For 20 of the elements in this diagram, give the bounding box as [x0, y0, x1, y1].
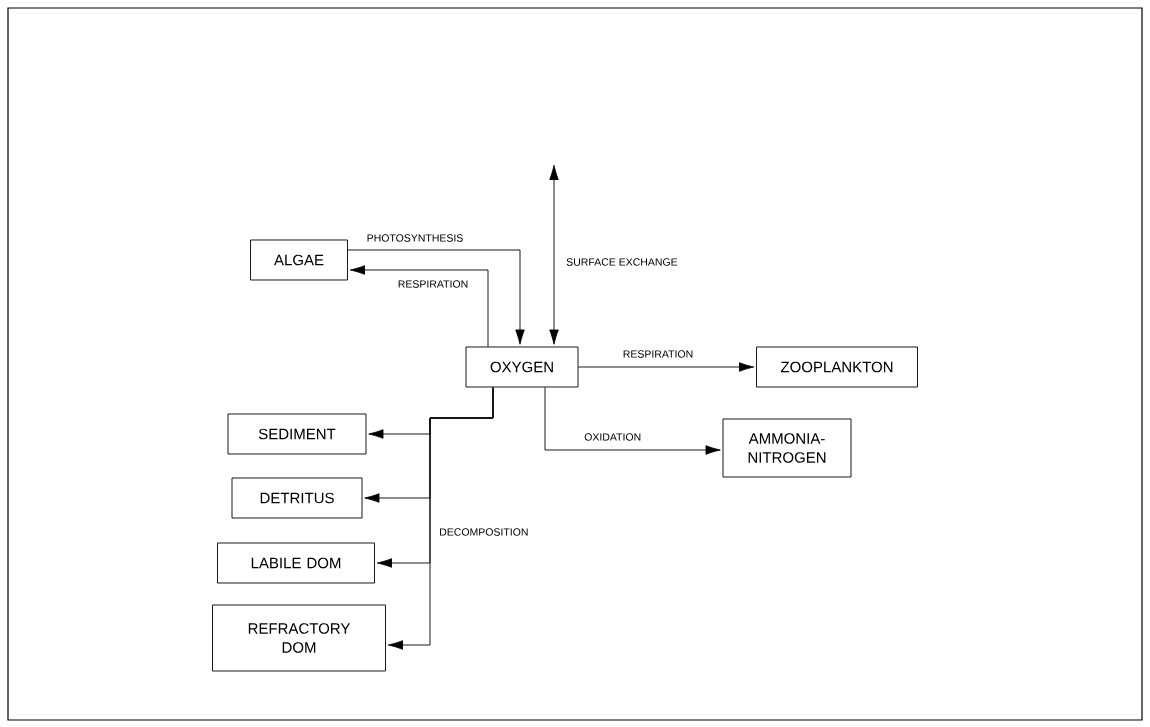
- edge-label: OXIDATION: [583, 432, 643, 442]
- box: LABILE DOM: [217, 542, 375, 584]
- box: DETRITUS: [231, 477, 363, 519]
- box: OXYGEN: [465, 346, 579, 388]
- box: AMMONIA-NITROGEN: [722, 418, 852, 478]
- box: ALGAE: [250, 239, 348, 281]
- arrow: [549, 164, 559, 345]
- edge-label: RESPIRATION: [396, 279, 470, 289]
- edge-label: PHOTOSYNTHESIS: [365, 233, 465, 243]
- arrow: [544, 387, 721, 455]
- arrow: [349, 265, 489, 347]
- box: ZOOPLANKTON: [756, 346, 918, 388]
- edge-label: DECOMPOSITION: [438, 527, 530, 537]
- box: SEDIMENT: [227, 413, 367, 455]
- box: REFRACTORY DOM: [212, 604, 386, 672]
- edge-label: SURFACE EXCHANGE: [565, 257, 679, 267]
- edge-label: RESPIRATION: [621, 349, 695, 359]
- arrow: [387, 387, 494, 650]
- arrow: [578, 362, 755, 372]
- arrow: [347, 249, 525, 345]
